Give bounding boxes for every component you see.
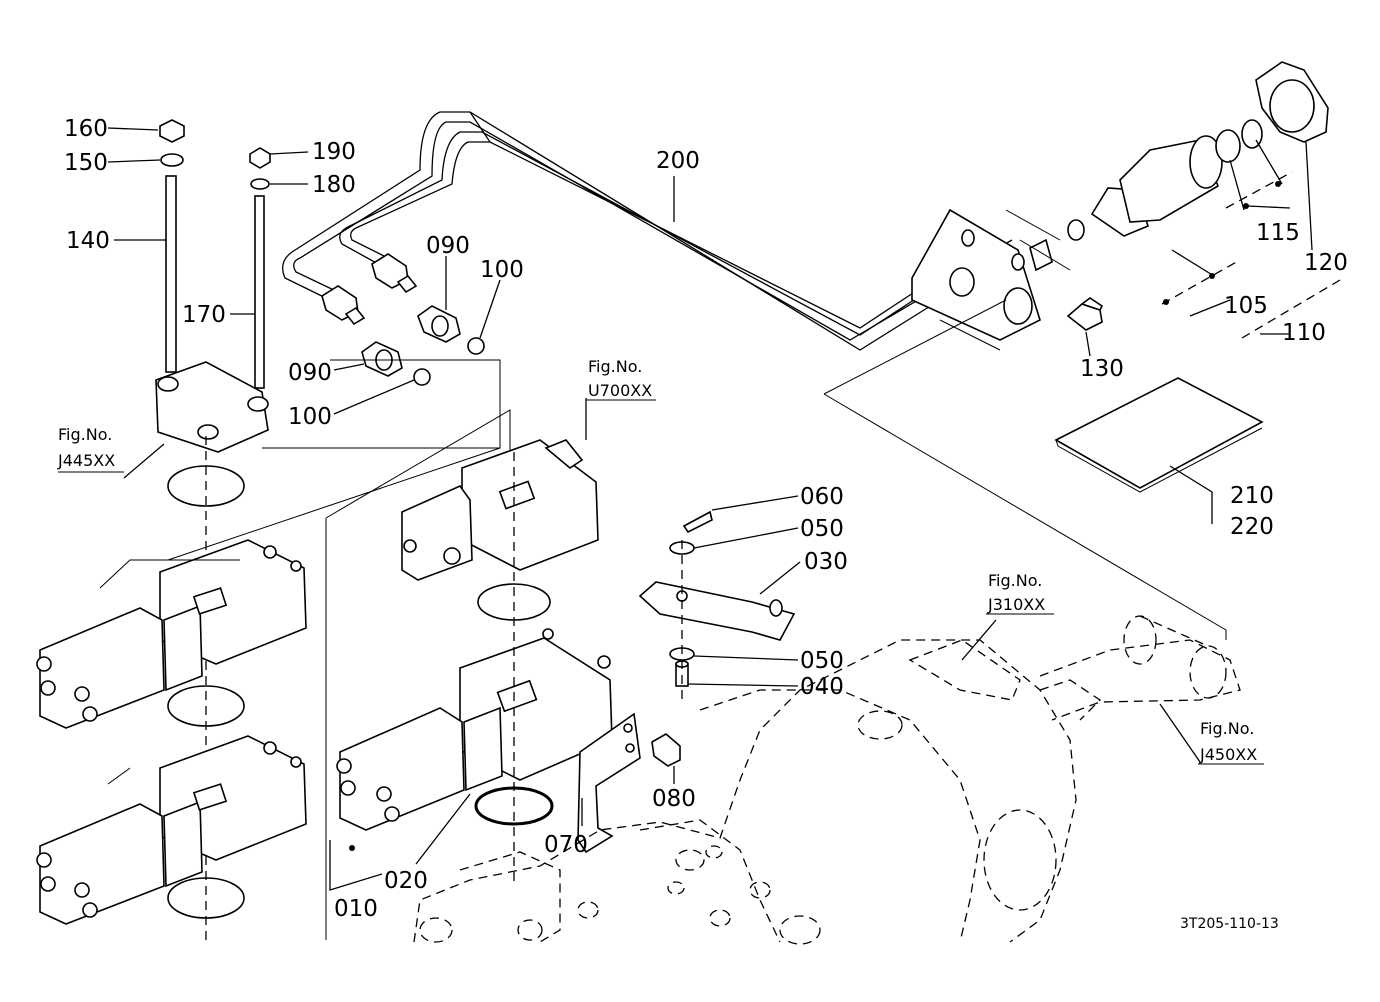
fig-ref-j445: Fig.No. J445XX	[57, 425, 124, 473]
o-ring-left-3	[167, 877, 245, 919]
valve-section-left-lower	[36, 735, 307, 925]
valve-section-left-upper	[36, 539, 307, 729]
label-050-lower: 050	[800, 648, 844, 674]
ring-115-a	[1215, 129, 1241, 163]
fig-ref-j450-code: J450XX	[1199, 745, 1257, 764]
fig-ref-u700: Fig.No. U700XX	[586, 357, 656, 401]
fig-ref-j445-label: Fig.No.	[58, 425, 112, 444]
label-020: 020	[384, 868, 428, 894]
bracket-070	[577, 712, 641, 854]
fig-ref-j310-code: J310XX	[987, 595, 1045, 614]
pipe-fitting-upper	[371, 253, 418, 294]
label-220: 220	[1230, 514, 1274, 540]
fig-ref-u700-label: Fig.No.	[588, 357, 642, 376]
label-090-upper: 090	[426, 233, 470, 259]
fig-ref-u700-code: U700XX	[588, 381, 652, 400]
dust-cap-120	[1255, 61, 1329, 143]
washer-180	[250, 178, 270, 190]
transmission-housing	[413, 639, 1102, 945]
fig-ref-j310-label: Fig.No.	[988, 571, 1042, 590]
connector-090-lower	[361, 341, 403, 377]
pipe-assembly	[282, 111, 1016, 351]
dot-115b	[1275, 181, 1281, 187]
stud-170	[254, 195, 265, 389]
label-090-lower: 090	[288, 360, 332, 386]
o-ring-100-upper	[467, 337, 485, 355]
fitting-130	[1066, 297, 1104, 331]
label-100-upper: 100	[480, 257, 524, 283]
label-190: 190	[312, 139, 356, 165]
label-060: 060	[800, 484, 844, 510]
dot-105	[1163, 299, 1169, 305]
label-110: 110	[1282, 320, 1326, 346]
connector-090-upper	[417, 305, 461, 343]
nut-160	[159, 119, 185, 143]
label-130: 130	[1080, 356, 1124, 382]
dot-105b	[1209, 273, 1215, 279]
label-140: 140	[66, 228, 110, 254]
label-210: 210	[1230, 483, 1274, 509]
label-150: 150	[64, 150, 108, 176]
label-160: 160	[64, 116, 108, 142]
label-120: 120	[1304, 250, 1348, 276]
label-030: 030	[804, 549, 848, 575]
lever-030	[638, 581, 796, 641]
lift-link	[1039, 615, 1241, 721]
fig-ref-j450: Fig.No. J450XX	[1198, 719, 1264, 765]
label-050-upper: 050	[800, 516, 844, 542]
o-ring-100-lower	[413, 368, 431, 386]
label-200: 200	[656, 148, 700, 174]
pipe-fitting-left	[321, 285, 366, 326]
label-040: 040	[800, 674, 844, 700]
fig-ref-j310: Fig.No. J310XX	[986, 571, 1054, 615]
valve-section-center-top	[401, 439, 599, 581]
dot-115a	[1243, 203, 1249, 209]
label-115: 115	[1256, 220, 1300, 246]
fig-ref-j450-label: Fig.No.	[1200, 719, 1254, 738]
label-070: 070	[544, 832, 588, 858]
label-010: 010	[334, 896, 378, 922]
label-105: 105	[1224, 293, 1268, 319]
dot-010	[349, 845, 355, 851]
diagram-code: 3T205-110-13	[1180, 916, 1279, 932]
operator-manual	[1054, 377, 1264, 493]
end-plate	[155, 361, 269, 453]
plug-080	[651, 733, 681, 767]
label-180: 180	[312, 172, 356, 198]
valve-section-center-main	[336, 628, 613, 831]
washer-150	[160, 153, 184, 167]
stud-140	[165, 175, 177, 373]
nut-190	[249, 147, 271, 169]
coupler-105	[1067, 135, 1223, 241]
cotter-pin-060	[682, 510, 713, 534]
label-080: 080	[652, 786, 696, 812]
fig-ref-j445-code: J445XX	[57, 451, 115, 470]
leader-lines	[107, 127, 1341, 891]
label-170: 170	[182, 302, 226, 328]
label-100-lower: 100	[288, 404, 332, 430]
flange-plate	[911, 208, 1053, 341]
